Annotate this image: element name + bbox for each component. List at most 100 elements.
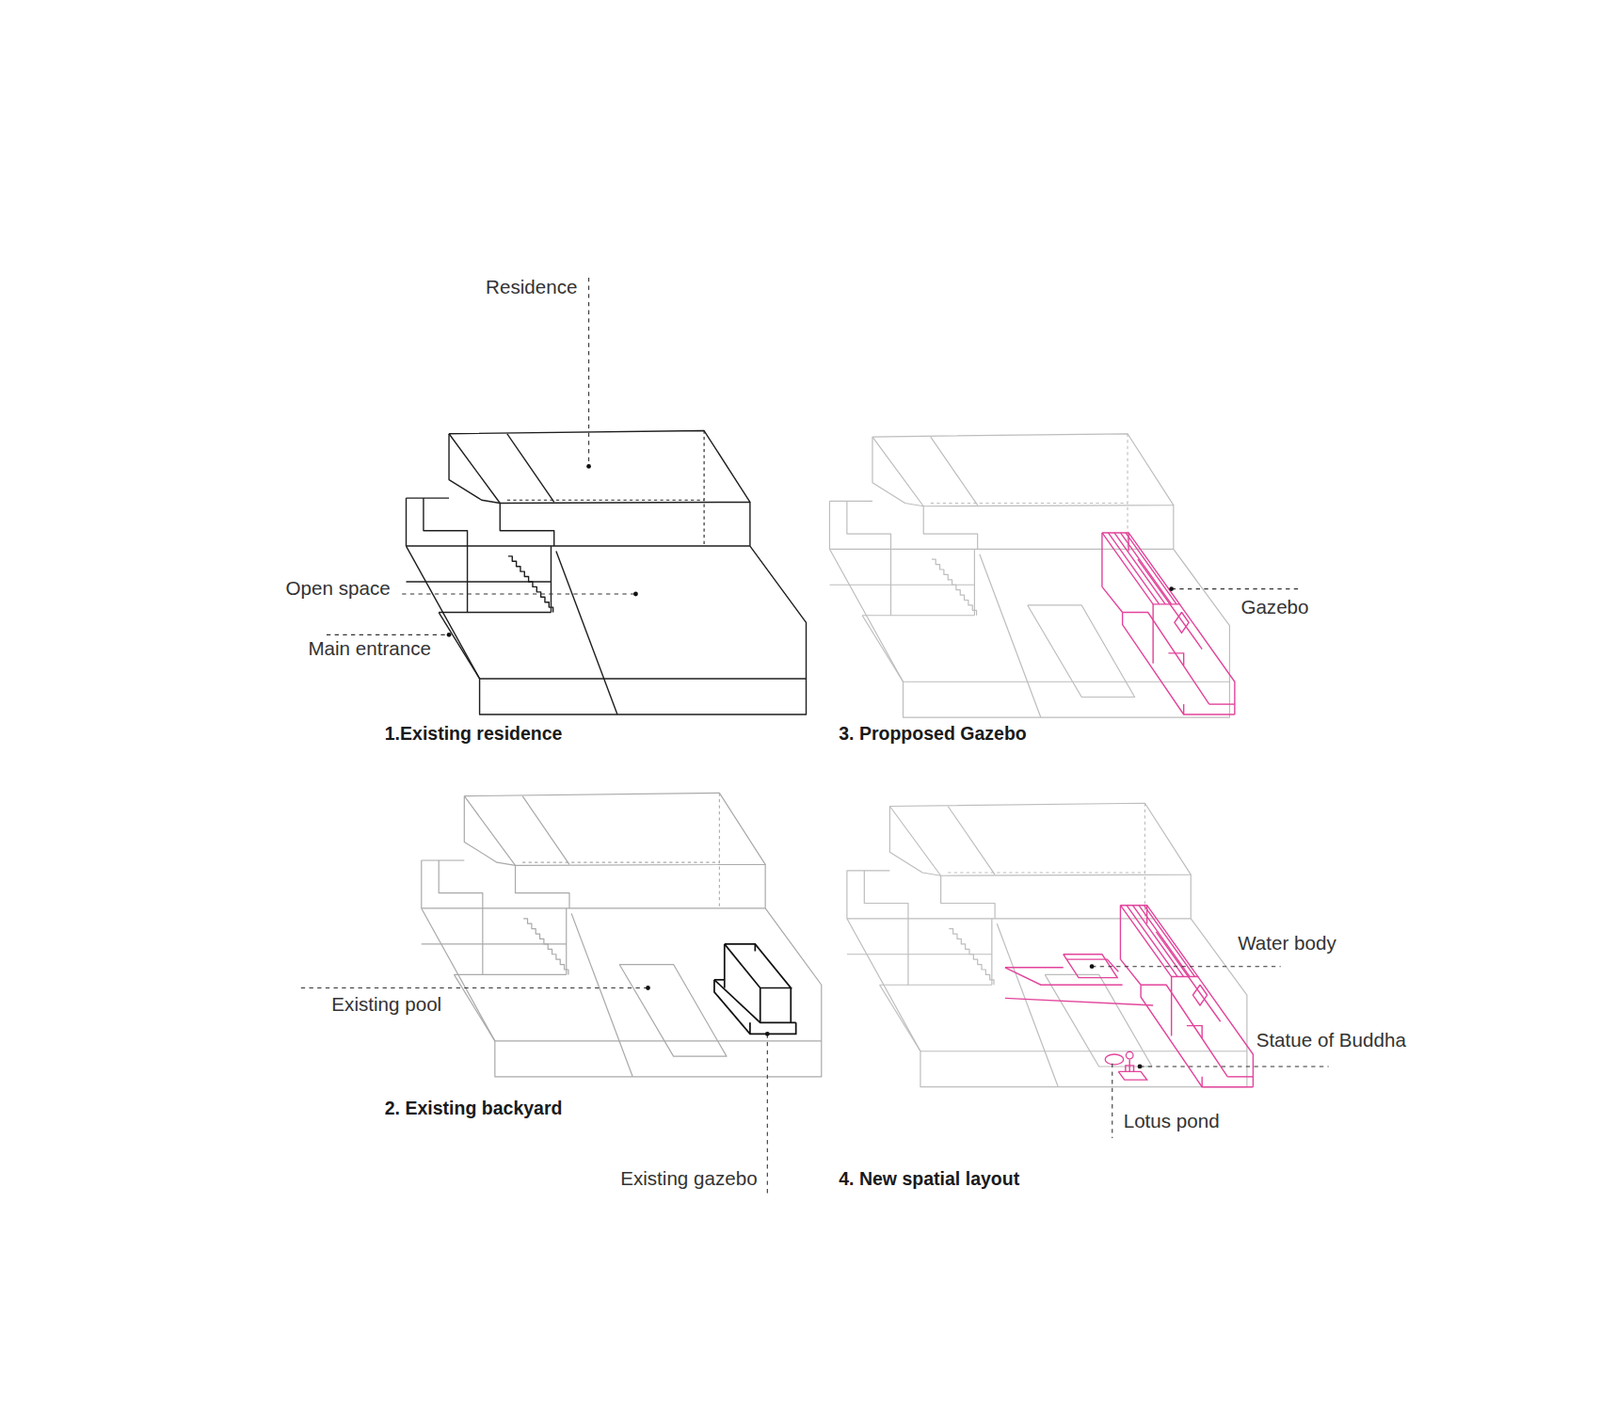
callout-label: Existing gazebo [618, 1166, 760, 1191]
hidden-line [507, 499, 704, 501]
lotus-pond-symbol [1104, 1054, 1124, 1065]
residence-sketch [847, 802, 1248, 1087]
sketch-line [1170, 976, 1172, 1037]
sketch-line [507, 433, 555, 503]
residence-sketch [406, 431, 807, 715]
sketch-line [571, 912, 633, 1076]
leader-line [326, 634, 449, 636]
sketch-line [499, 503, 554, 547]
callout-label: Main entrance [305, 637, 433, 662]
sketch-line [847, 869, 891, 871]
panel-caption: 4. New spatial layout [836, 1166, 1022, 1191]
sketch-line [829, 500, 873, 502]
sketch-line [1137, 559, 1202, 649]
sketch-line [1122, 612, 1210, 705]
leader-line [401, 592, 636, 594]
sketch-line [406, 496, 450, 498]
sketch-line [619, 964, 727, 1057]
panel-caption: 1.Existing residence [383, 721, 565, 747]
existing-gazebo-sketch [714, 944, 797, 1034]
sketch-line [448, 433, 500, 504]
sketch-line [947, 806, 995, 876]
sketch-line [438, 860, 483, 975]
residence-sketch [421, 792, 822, 1076]
sketch-line [464, 792, 766, 865]
sketch-line [862, 614, 975, 616]
statue-head [1125, 1051, 1134, 1059]
leader-dot [633, 592, 639, 597]
sketch-line [1005, 997, 1153, 1006]
proposed-gazebo-sketch [1120, 905, 1253, 1088]
sketch-line [1168, 653, 1184, 666]
sketch-line [847, 918, 1248, 1088]
leader-dot [765, 1031, 770, 1037]
sketch-line [979, 554, 1041, 718]
sketch-line [1120, 532, 1171, 605]
proposed-gazebo-sketch [1102, 532, 1235, 715]
sketch-line [724, 944, 791, 989]
sketch-line [1101, 532, 1103, 587]
sketch-line [1186, 1025, 1202, 1039]
callout-label: Statue of Buddha [1253, 1028, 1408, 1054]
sketch-line [1118, 1071, 1147, 1080]
callout-label: Open space [283, 576, 392, 602]
sketch-line [438, 611, 551, 613]
sketch-line [991, 918, 992, 985]
sketch-line [847, 917, 1191, 919]
leader-dot [645, 985, 651, 991]
sketch-line [846, 870, 848, 919]
sketch-line [829, 500, 831, 549]
sketch-line [931, 559, 977, 616]
sketch-line [930, 436, 978, 506]
sketch-line [464, 796, 515, 866]
sketch-line [723, 944, 726, 989]
residence-sketch [829, 433, 1230, 718]
sketch-line [1044, 974, 1152, 1067]
hidden-line [947, 871, 1145, 873]
sketch-line [1227, 1075, 1253, 1077]
sketch-line [421, 907, 766, 909]
sketch-line [829, 548, 1230, 718]
sketch-line [789, 988, 792, 1024]
sketch-line [1066, 959, 1119, 972]
sketch-line [1027, 605, 1136, 698]
hidden-line [704, 431, 705, 547]
sketch-line [550, 545, 552, 612]
sketch-line [495, 1040, 822, 1041]
sketch-line [714, 979, 797, 1024]
sketch-line [1127, 532, 1129, 552]
sketch-line [1005, 967, 1123, 985]
leader-line [1091, 965, 1281, 967]
sketch-line [1102, 532, 1180, 605]
callout-label: Lotus pond [1121, 1109, 1222, 1135]
sketch-line [765, 864, 767, 909]
leader-dot [447, 632, 452, 638]
hidden-line [522, 862, 720, 864]
sketch-line [480, 677, 807, 679]
sketch-line [749, 1022, 752, 1034]
sketch-line [1122, 612, 1235, 715]
hidden-line [719, 792, 720, 909]
leader-line [1111, 1063, 1113, 1138]
sketch-line [1125, 532, 1177, 605]
sketch-line [453, 974, 566, 976]
sketch-line [759, 988, 762, 1024]
sketch-line [1146, 905, 1148, 925]
sketch-line [515, 864, 570, 909]
callout-label: Gazebo [1238, 594, 1311, 620]
hidden-line [1126, 433, 1128, 550]
sketch-line [1140, 984, 1228, 1077]
hidden-line [1144, 802, 1146, 919]
callout-label: Existing pool [329, 992, 444, 1018]
sketch-line [1152, 604, 1153, 664]
sketch-line [864, 870, 909, 985]
sketch-line [1120, 959, 1141, 985]
sketch-line [829, 548, 1173, 550]
sketch-line [1120, 905, 1121, 960]
sketch-line [1172, 505, 1174, 550]
sketch-line [1192, 984, 1207, 1006]
sketch-line [556, 550, 618, 714]
sketch-line [889, 806, 941, 877]
